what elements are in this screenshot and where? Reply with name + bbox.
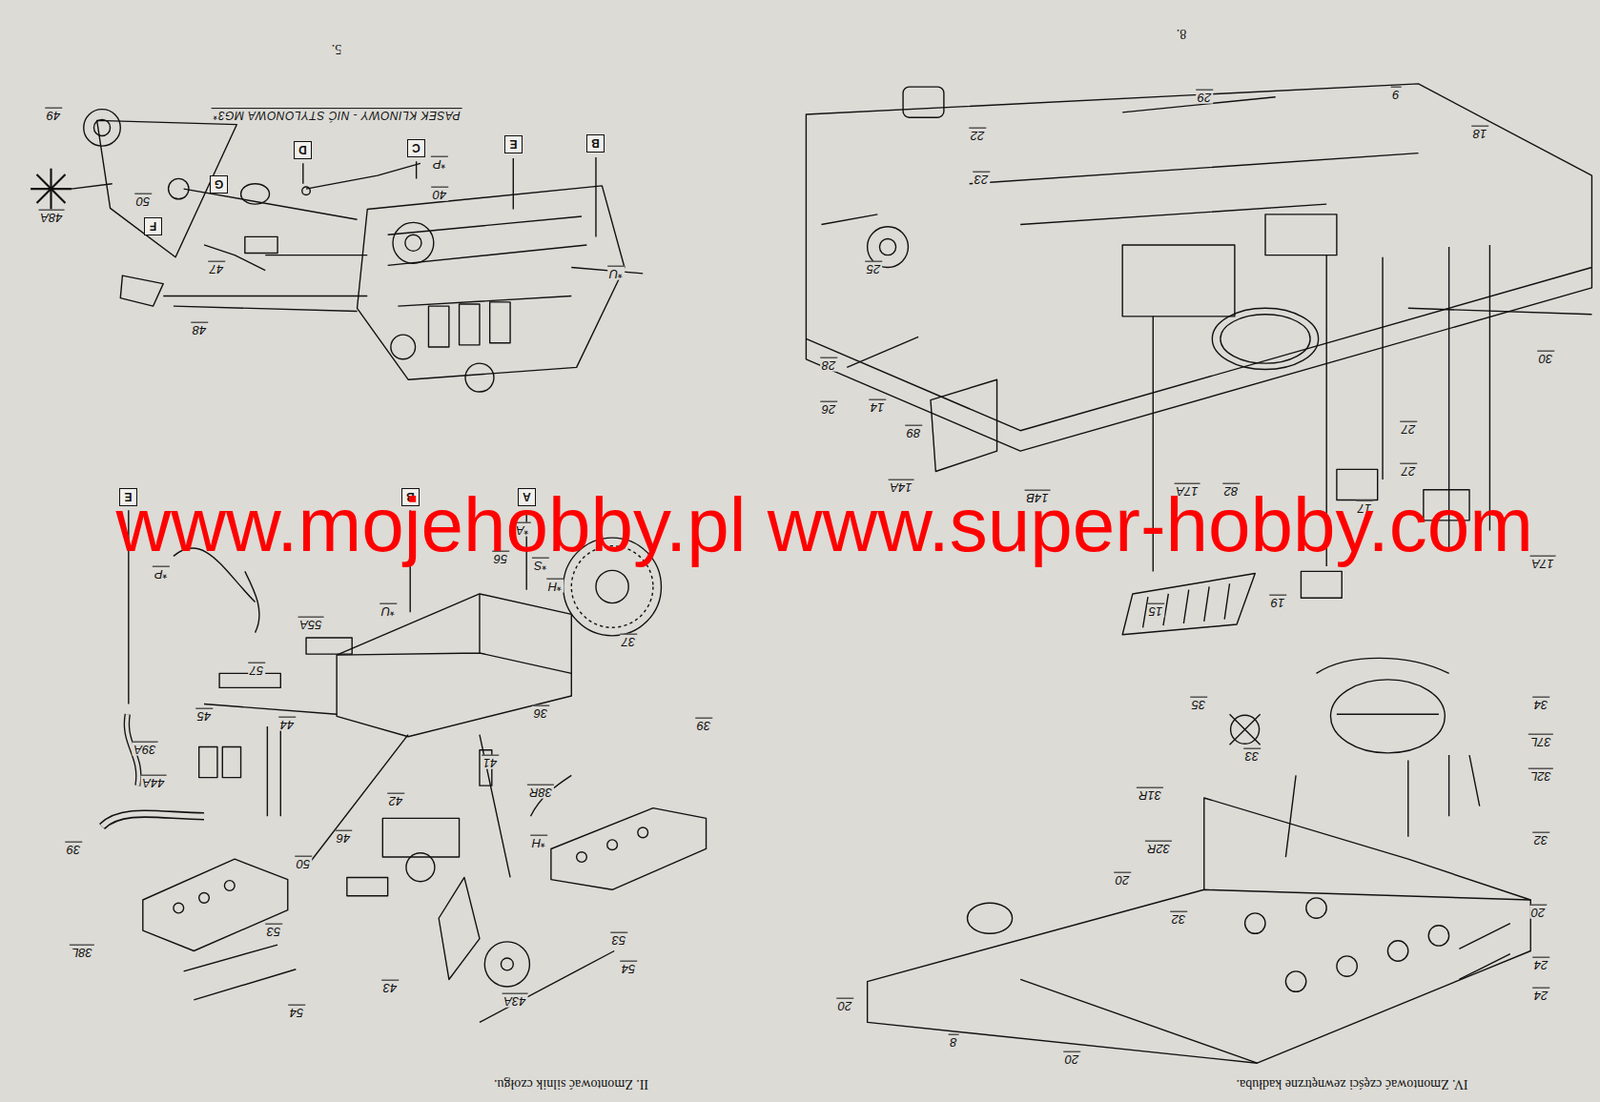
callout-number: 37L [1528,733,1554,748]
callout-number: 38L [69,944,95,960]
callout-number: 37 [619,633,637,648]
callout-number: 53 [609,931,627,946]
callout-number: 53 [265,923,283,938]
callout-number: 39A [131,741,158,757]
watermark: www.mojehobby.pl www.super-hobby.com [115,487,1534,564]
callout-number: 33 [1243,747,1261,762]
letter-box: D [293,141,312,160]
callout-number: 34 [1532,697,1550,712]
callout-number: 40 [430,186,449,202]
callout-number: 23 [972,171,990,186]
letter-box: G [209,175,228,194]
callout-number: 19 [1269,594,1287,610]
callout-number: *P [152,566,170,581]
letter-box: F [143,217,163,236]
callout-number: *U [607,265,625,280]
step-heading: IV. Zmontować części zewnętrzne kadłuba. [1233,1076,1470,1091]
callout-number: 54 [287,1004,306,1019]
callout-number: 48A [38,208,64,224]
callout-number: 22 [968,127,986,143]
step-heading: II. Zmontować silnik czołgu. [492,1076,651,1091]
engine-assembly [30,109,643,392]
callout-number: 32L [1528,768,1554,783]
callout-number: 24 [1532,987,1550,1003]
callout-number: 20 [1062,1050,1080,1066]
callout-number: 14 [868,398,886,413]
callout-number: 50 [294,856,312,871]
callout-number: 27 [1399,421,1417,436]
box-letter: B [592,138,601,150]
callout-number: 18 [1470,124,1488,140]
callout-number: 20 [1528,903,1546,919]
letter-box: E [504,135,523,154]
note: PASEK KLINOWY - NIĆ STYLONOWA MG3* [211,107,463,122]
callout-number: 29 [1195,88,1213,103]
letter-box: B [586,134,605,153]
callout-number: 24 [1532,957,1550,972]
callout-number: 55A [298,615,325,631]
callout-number: 30 [1537,349,1555,365]
callout-number: 32 [1532,831,1550,846]
callout-number: 39 [64,841,83,857]
callout-number: 8 [947,1033,959,1048]
callout-number: 41 [480,755,498,770]
callout-number: 35 [1189,697,1208,712]
callout-number: 42 [387,792,405,807]
callout-number: *H [546,578,564,594]
box-letter: G [213,179,223,191]
callout-number: 44 [277,716,295,731]
callout-number: *H [530,834,548,849]
box-letter: D [299,143,308,156]
callout-number: 46 [333,829,351,844]
page-number: 8. [1174,26,1190,42]
callout-number: 89 [904,424,923,439]
callout-number: 32 [1169,910,1188,925]
callout-number: 15 [1147,602,1165,617]
callout-number: 17A [1529,554,1556,570]
callout-number: 54 [619,960,637,975]
callout-number: 43 [381,979,399,994]
box-letter: E [509,139,517,151]
callout-number: 9 [1390,86,1401,102]
box-letter: F [149,221,157,233]
lower-hull [867,657,1532,1064]
callout-number: 48 [189,321,207,336]
callout-number: *P [430,156,449,171]
callout-number: 47 [207,261,226,276]
transmission-assembly [102,510,707,1023]
callout-number: 45 [195,708,213,723]
callout-number: 50 [134,192,152,207]
callout-number: 26 [820,400,838,415]
callout-number: 25 [864,261,883,276]
callout-number: 44A [140,774,166,789]
callout-number: 27 [1399,463,1417,478]
callout-number: 57 [246,661,265,677]
callout-number: 38R [527,784,554,800]
callout-number: 39 [695,717,713,732]
callout-number: 31R [1136,786,1164,801]
callout-number: *U [378,602,396,617]
callout-number: 43A [502,992,529,1007]
letter-box: C [407,139,426,158]
callout-number: 20 [1113,872,1131,887]
callout-number: 28 [820,356,838,371]
callout-number: 20 [836,997,854,1012]
callout-number: 36 [532,704,550,719]
callout-number: 32R [1145,841,1172,856]
box-letter: C [411,142,421,154]
callout-number: 49 [43,106,62,122]
page-number: 5. [329,41,345,57]
